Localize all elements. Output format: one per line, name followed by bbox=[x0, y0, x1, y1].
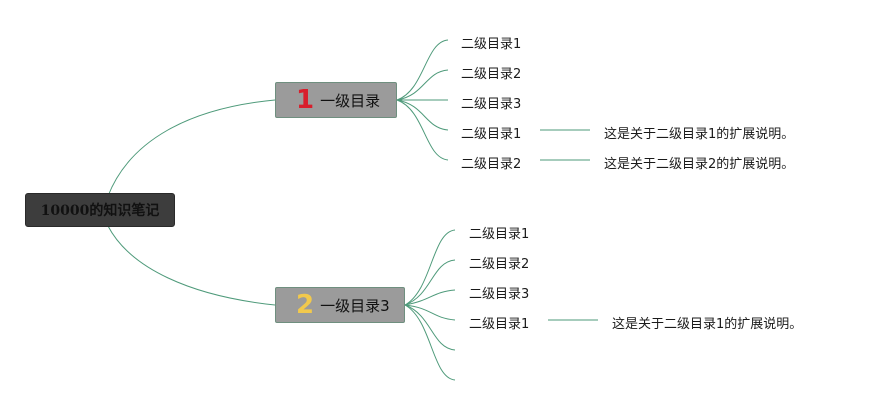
connector-b1-leaf-4 bbox=[396, 99, 449, 131]
branch-topic-2-label: 一级目录3 bbox=[320, 296, 390, 315]
subtopic-b2-2[interactable]: 二级目录2 bbox=[469, 257, 530, 272]
subtopic-b2-3[interactable]: 二级目录3 bbox=[469, 287, 530, 302]
connector-root-branch-2 bbox=[107, 225, 276, 306]
connector-b1-leaf-2 bbox=[396, 69, 449, 101]
connector-root-branch-1 bbox=[107, 99, 276, 197]
subtopic-b1-3[interactable]: 二级目录3 bbox=[461, 97, 522, 112]
connector-b2-leaf-3 bbox=[404, 289, 456, 306]
branch-topic-1[interactable]: 1 一级目录 bbox=[275, 82, 397, 118]
root-topic-label: 10000的知识笔记 bbox=[40, 203, 160, 219]
subtopic-b2-4[interactable]: 二级目录1 bbox=[469, 317, 530, 332]
note-b1-1[interactable]: 这是关于二级目录1的扩展说明。 bbox=[604, 127, 795, 142]
connector-b2-leaf-5 bbox=[404, 304, 456, 351]
subtopic-b1-4[interactable]: 二级目录1 bbox=[461, 127, 522, 142]
priority-1-icon: 1 bbox=[296, 85, 315, 115]
note-b2-1[interactable]: 这是关于二级目录1的扩展说明。 bbox=[612, 317, 803, 332]
subtopic-b2-1[interactable]: 二级目录1 bbox=[469, 227, 530, 242]
connector-b1-leaf-5 bbox=[396, 99, 449, 161]
subtopic-b1-1[interactable]: 二级目录1 bbox=[461, 37, 522, 52]
connector-b2-leaf-1 bbox=[404, 229, 456, 306]
branch-topic-1-label: 一级目录 bbox=[320, 91, 381, 110]
priority-2-icon: 2 bbox=[296, 290, 315, 320]
connector-b2-leaf-2 bbox=[404, 259, 456, 306]
connector-b1-leaf-1 bbox=[396, 39, 449, 101]
subtopic-b1-5[interactable]: 二级目录2 bbox=[461, 157, 522, 172]
connector-b2-leaf-4 bbox=[404, 304, 456, 321]
subtopic-b1-2[interactable]: 二级目录2 bbox=[461, 67, 522, 82]
note-b1-2[interactable]: 这是关于二级目录2的扩展说明。 bbox=[604, 157, 795, 172]
connector-b2-leaf-6 bbox=[404, 304, 456, 381]
branch-topic-2[interactable]: 2 一级目录3 bbox=[275, 287, 405, 323]
root-topic[interactable]: 10000的知识笔记 bbox=[25, 193, 175, 227]
